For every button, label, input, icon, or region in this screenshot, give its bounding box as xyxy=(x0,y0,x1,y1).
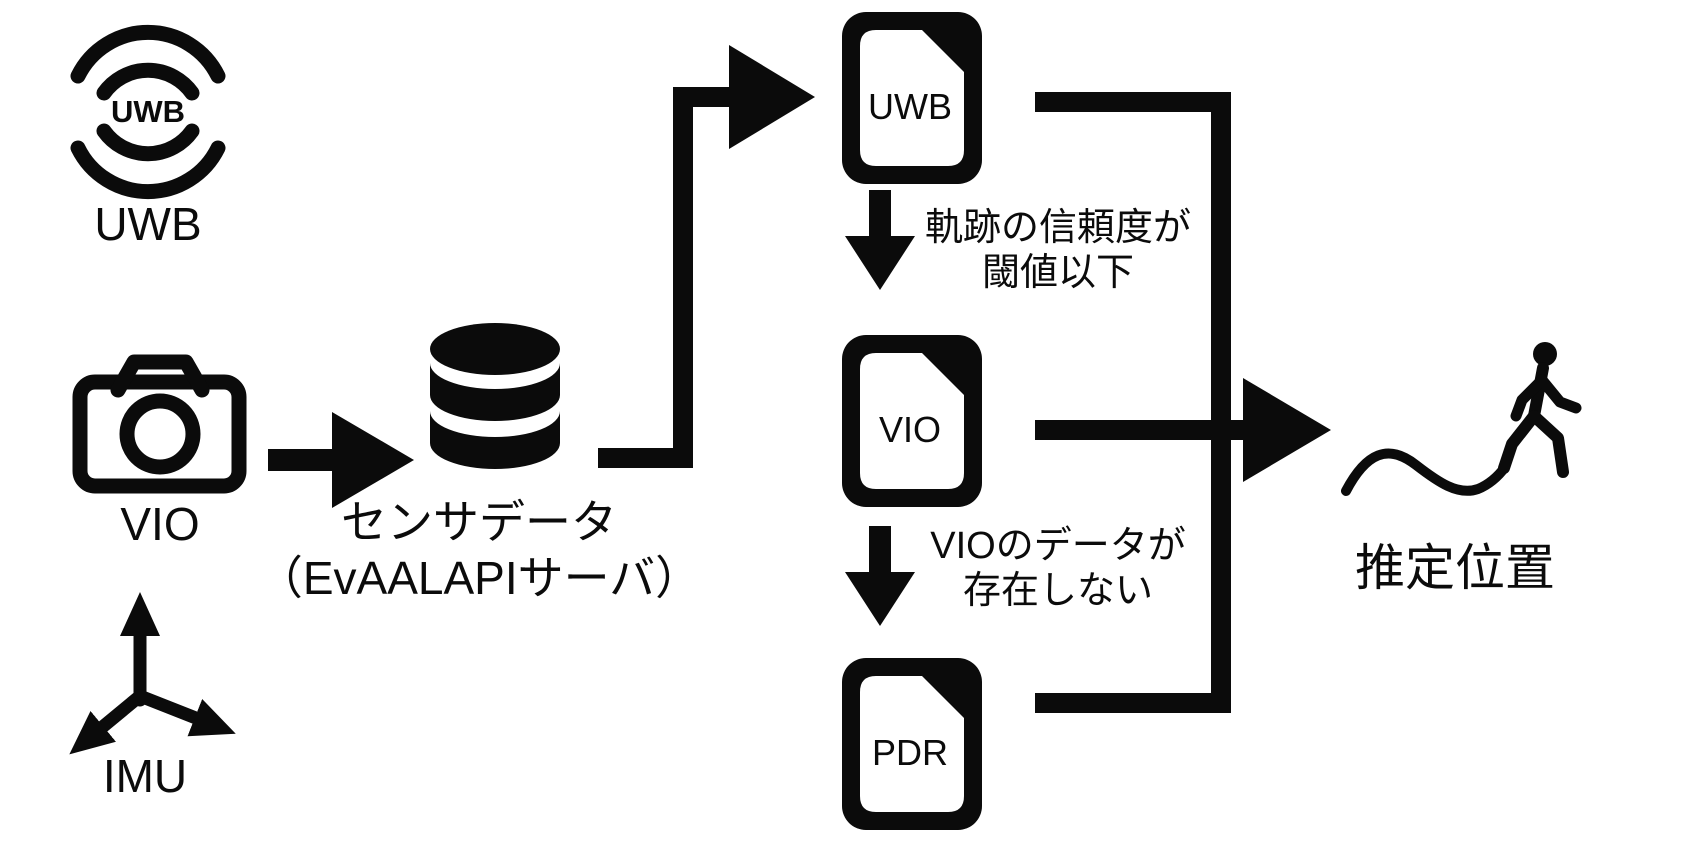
server-label: センサデータ （EvAALAPIサーバ） xyxy=(243,494,715,606)
radio-waves-icon: UWB xyxy=(70,24,226,200)
trajectory-wave-icon xyxy=(1341,448,1510,496)
condition1-line1: 軌跡の信頼度が xyxy=(924,207,1191,249)
walking-person-icon xyxy=(1498,342,1582,478)
database-icon xyxy=(430,323,560,469)
uwb-file-label: UWB xyxy=(868,86,952,127)
pdr-file-icon: PDR xyxy=(842,658,982,830)
uwb-icon-text: UWB xyxy=(111,94,185,129)
server-label-line1: センサデータ xyxy=(341,496,617,548)
condition2-line1: VIOのデータが xyxy=(930,525,1186,567)
condition-uwb-to-vio: 軌跡の信頼度が 閾値以下 xyxy=(918,206,1198,296)
vio-file-label: VIO xyxy=(879,409,941,450)
arrow-server-to-uwbfile-icon xyxy=(729,45,815,149)
connector-server-horizontal xyxy=(598,448,693,468)
collector-vertical-bar xyxy=(1211,92,1231,713)
condition-vio-to-pdr: VIOのデータが 存在しない xyxy=(918,524,1198,614)
pdr-file-label: PDR xyxy=(872,732,948,773)
line-viofile-out xyxy=(1035,420,1245,440)
line-pdrfile-out xyxy=(1035,693,1231,713)
uwb-source-label: UWB xyxy=(94,198,202,250)
condition2-line2: 存在しない xyxy=(962,569,1153,612)
arrow-vio-to-server-icon xyxy=(268,412,414,508)
arrow-uwb-to-vio-icon xyxy=(845,190,915,290)
server-label-line2: （EvAALAPIサーバ） xyxy=(256,552,702,605)
arrow-vio-to-pdr-icon xyxy=(845,526,915,626)
condition1-line2: 閾値以下 xyxy=(981,251,1134,294)
uwb-file-icon: UWB xyxy=(842,12,982,184)
connector-server-top xyxy=(693,87,731,107)
line-uwbfile-out xyxy=(1035,92,1231,112)
connector-server-vertical xyxy=(673,87,693,468)
three-axis-icon xyxy=(69,592,236,755)
output-label: 推定位置 xyxy=(1355,540,1555,596)
camera-icon xyxy=(72,354,247,494)
vio-file-icon: VIO xyxy=(842,335,982,507)
vio-source-label: VIO xyxy=(120,498,200,550)
arrow-to-output-icon xyxy=(1243,378,1331,482)
imu-source-label: IMU xyxy=(102,750,188,802)
